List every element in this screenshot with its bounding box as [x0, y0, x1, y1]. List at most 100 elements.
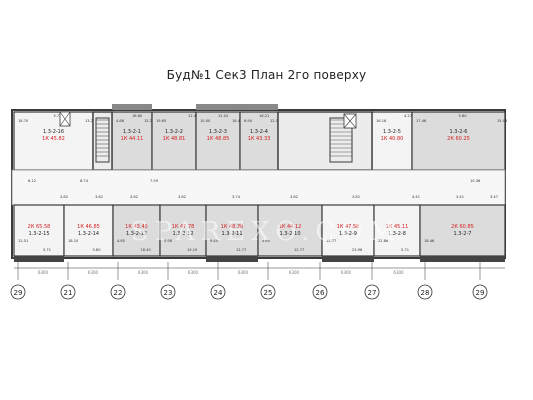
room-area-label: 5.71: [43, 248, 51, 252]
apartment-top-6: [371, 111, 413, 171]
axis-label: 27: [368, 289, 377, 297]
staircase-1: [95, 117, 110, 163]
unit-code-label: 1.3-2-6: [450, 129, 468, 135]
balcony-2: [206, 256, 258, 262]
room-area-label: 19.19: [187, 248, 198, 252]
unit-area-label: 1К 44.11: [121, 136, 144, 142]
unit-area-label: 1К 47.58: [337, 224, 360, 230]
unit-area-label: 2К 60.85: [451, 224, 474, 230]
corridor-dim-label: 3.82: [178, 195, 186, 199]
axis-label: 26: [316, 289, 325, 297]
apartment-top-2: [111, 111, 153, 171]
axis-label: 29: [14, 289, 23, 297]
axis-label: 29: [476, 289, 485, 297]
room-area-label: 18.70: [18, 119, 29, 123]
corridor-dim-label: 10.36: [470, 179, 481, 183]
axis-label: 22: [114, 289, 123, 297]
room-area-label: 18.10: [68, 239, 79, 243]
room-area-label: 9.45: [210, 239, 218, 243]
axis-dimension-label: 6300: [393, 270, 404, 275]
balcony-3: [322, 256, 374, 262]
corridor-dim-label: 6.12: [28, 179, 36, 183]
axis-dimension-label: 6300: [238, 270, 249, 275]
axis-bubble: [312, 284, 328, 300]
axis-dimension-label: 6300: [188, 270, 199, 275]
room-area-label: 12.51: [18, 239, 28, 243]
unit-area-label: 1К 48.30: [221, 224, 244, 230]
room-area-label: 5.80: [459, 114, 468, 118]
axis-bubble: [417, 284, 433, 300]
staircase-2: [329, 117, 353, 163]
apartment-bottom-5: [205, 204, 259, 257]
room-area-label: 6.90: [244, 119, 253, 123]
unit-code-label: 1.3-2-9: [339, 231, 357, 237]
apartment-bottom-2: [63, 204, 114, 257]
elevator-cross: [343, 113, 357, 129]
corridor-dim-label: 3.47: [490, 195, 498, 199]
unit-area-label: 1К 40.80: [381, 136, 404, 142]
corridor-dim-label: 3.82: [352, 195, 360, 199]
unit-code-label: 1.3-2-14: [78, 231, 99, 237]
axis-bubble: [160, 284, 176, 300]
unit-code-label: 1.3-2-1: [123, 129, 141, 135]
unit-area-label: 1К 47.78: [172, 224, 195, 230]
axis-dimension-label: 6300: [88, 270, 99, 275]
room-area-label: 16.16: [376, 119, 387, 123]
room-area-label: 12.77: [236, 248, 246, 252]
room-area-label: 18.21: [259, 114, 269, 118]
corridor-dim-label: 4.41: [412, 195, 420, 199]
unit-area-label: 1К 45.11: [386, 224, 409, 230]
axis-bubble: [10, 284, 26, 300]
unit-area-label: 2К 60.25: [447, 136, 470, 142]
unit-code-label: 1.3-2-8: [388, 231, 406, 237]
unit-code-label: 1.3-2-10: [279, 231, 300, 237]
unit-code-label: 1.3-2-11: [221, 231, 242, 237]
balcony-1: [14, 256, 64, 262]
apartment-bottom-4: [159, 204, 207, 257]
axis-label: 28: [421, 289, 430, 297]
elevator-cross: [59, 111, 71, 127]
apartment-top-5: [239, 111, 279, 171]
corridor-dim-label: 3.82: [95, 195, 103, 199]
room-area-label: 10.00: [200, 119, 211, 123]
unit-area-label: 1К 48.81: [163, 136, 186, 142]
unit-code-label: 1.3-2-16: [43, 129, 64, 135]
unit-area-label: 1К 48.85: [207, 136, 230, 142]
axis-bubble: [364, 284, 380, 300]
axis-dimension-label: 6300: [138, 270, 149, 275]
corridor-dim-label: 3.41: [456, 195, 464, 199]
top-balcony-3: [240, 104, 278, 110]
room-area-label: 12.02: [218, 114, 228, 118]
axis-bubble: [260, 284, 276, 300]
unit-code-label: 1.3-2-15: [28, 231, 49, 237]
unit-area-label: 1К 44.12: [279, 224, 302, 230]
room-area-label: 5.98: [164, 239, 173, 243]
corridor-dim-label: 3.62: [130, 195, 138, 199]
unit-area-label: 1К 45.82: [42, 136, 65, 142]
room-area-label: 12.16: [270, 119, 281, 123]
unit-code-label: 1.3-2-13: [126, 231, 147, 237]
room-area-label: 5.71: [401, 248, 409, 252]
axis-label: 24: [214, 289, 223, 297]
plan-title: Буд№1 Сек3 План 2го поверху: [166, 68, 367, 82]
room-area-label: 4.86: [116, 119, 125, 123]
room-area-label: 4.65: [262, 239, 270, 243]
stair-core-2: [277, 111, 373, 171]
axis-dimension-label: 6300: [341, 270, 352, 275]
apartment-top-3: [151, 111, 197, 171]
room-area-label: 18.41: [232, 119, 242, 123]
top-balcony-2: [196, 104, 240, 110]
unit-area-label: 1К 43.33: [248, 136, 271, 142]
room-area-label: 5.80: [93, 248, 102, 252]
room-area-label: 15.06: [497, 119, 508, 123]
unit-code-label: 1.3-2-7: [454, 231, 472, 237]
room-area-label: 23.96: [352, 248, 363, 252]
room-area-label: 4.27: [404, 114, 412, 118]
room-area-label: 15.20: [144, 119, 155, 123]
axis-bubble: [210, 284, 226, 300]
watermark: SPAREXO.COM: [131, 217, 401, 247]
axis-dimension-label: 6300: [289, 270, 300, 275]
room-area-label: 18.40: [141, 248, 152, 252]
axis-bubble: [60, 284, 76, 300]
room-area-label: 19.65: [156, 119, 166, 123]
